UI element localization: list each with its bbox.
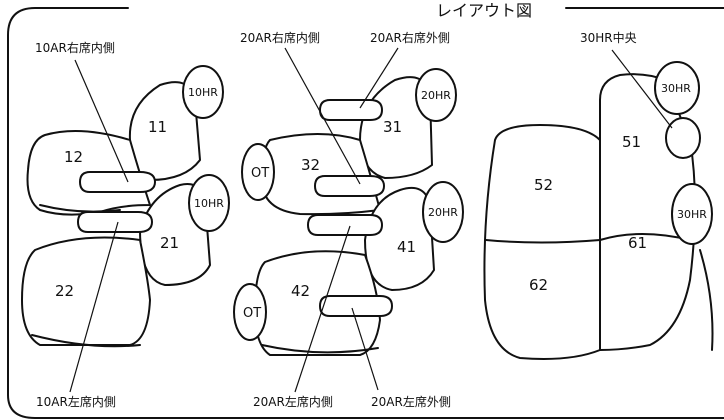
headrest-label-10hr-bottom: 10HR [194, 197, 224, 210]
headrest-label-10hr-top: 10HR [188, 86, 218, 99]
bench-divider-left [485, 239, 601, 244]
armrest-row1-upper [79, 171, 156, 193]
leader-20ar-left-outer [351, 307, 379, 391]
seat-number-32: 32 [301, 156, 321, 174]
headrest-10hr-bottom [188, 174, 230, 232]
leader-20ar-left-inner [294, 225, 351, 393]
headrest-label-30hr-top: 30HR [661, 82, 691, 95]
leader-20ar-right-outer [359, 47, 399, 109]
label-20ar-right-outer: 20AR右席外側 [370, 31, 450, 45]
armrest-row2-upper [314, 175, 385, 197]
seat-22-cushion [21, 236, 151, 346]
frame-border [7, 7, 724, 419]
seat-number-51: 51 [622, 133, 642, 151]
label-10ar-right-inner: 10AR右席内側 [35, 41, 115, 55]
headrest-label-20hr-bottom: 20HR [428, 206, 458, 219]
headrest-30hr-center [665, 117, 701, 159]
seat-number-12: 12 [64, 148, 84, 166]
seat-number-52: 52 [534, 176, 554, 194]
diagram-title: レイアウト図 [432, 0, 537, 21]
headrest-30hr-bottom [671, 183, 713, 245]
leader-10ar-left-inner [69, 221, 119, 393]
seat-number-42: 42 [291, 282, 311, 300]
headrest-label-20hr-top: 20HR [421, 89, 451, 102]
armrest-row2-middle [307, 214, 383, 236]
seat-22-base [31, 334, 141, 348]
headrest-20hr-bottom [422, 181, 464, 243]
label-10ar-left-inner: 10AR左席内側 [36, 395, 116, 409]
leader-20ar-right-inner [284, 47, 361, 185]
seat-51-61-edge [699, 249, 714, 351]
headrest-20hr-top [415, 68, 457, 122]
label-20ar-left-outer: 20AR左席外側 [371, 395, 451, 409]
headrest-30hr-top [654, 61, 700, 115]
seat-number-22: 22 [55, 282, 75, 300]
ottoman-label-top: OT [251, 166, 270, 181]
label-20ar-right-inner: 20AR右席内側 [240, 31, 320, 45]
seat-12-base [39, 204, 121, 213]
seat-number-11: 11 [148, 118, 168, 136]
armrest-row2-lower [319, 295, 393, 317]
ottoman-label-bottom: OT [243, 306, 262, 321]
armrest-row1-lower [77, 211, 153, 233]
seat-number-21: 21 [160, 234, 180, 252]
seat-32-cushion [261, 133, 381, 216]
label-30hr-center: 30HR中央 [580, 31, 637, 45]
seat-number-41: 41 [397, 238, 417, 256]
headrest-label-30hr-bottom: 30HR [677, 208, 707, 221]
seat-number-62: 62 [529, 276, 549, 294]
headrest-10hr-top [182, 65, 224, 119]
ottoman-bottom [233, 283, 267, 341]
leader-30hr-center [611, 49, 673, 129]
armrest-row2-top [319, 99, 383, 121]
seat-number-31: 31 [383, 118, 403, 136]
ottoman-top [241, 143, 275, 201]
seat-number-61: 61 [628, 234, 648, 252]
label-20ar-left-inner: 20AR左席内側 [253, 395, 333, 409]
leader-10ar-right-inner [74, 59, 129, 183]
